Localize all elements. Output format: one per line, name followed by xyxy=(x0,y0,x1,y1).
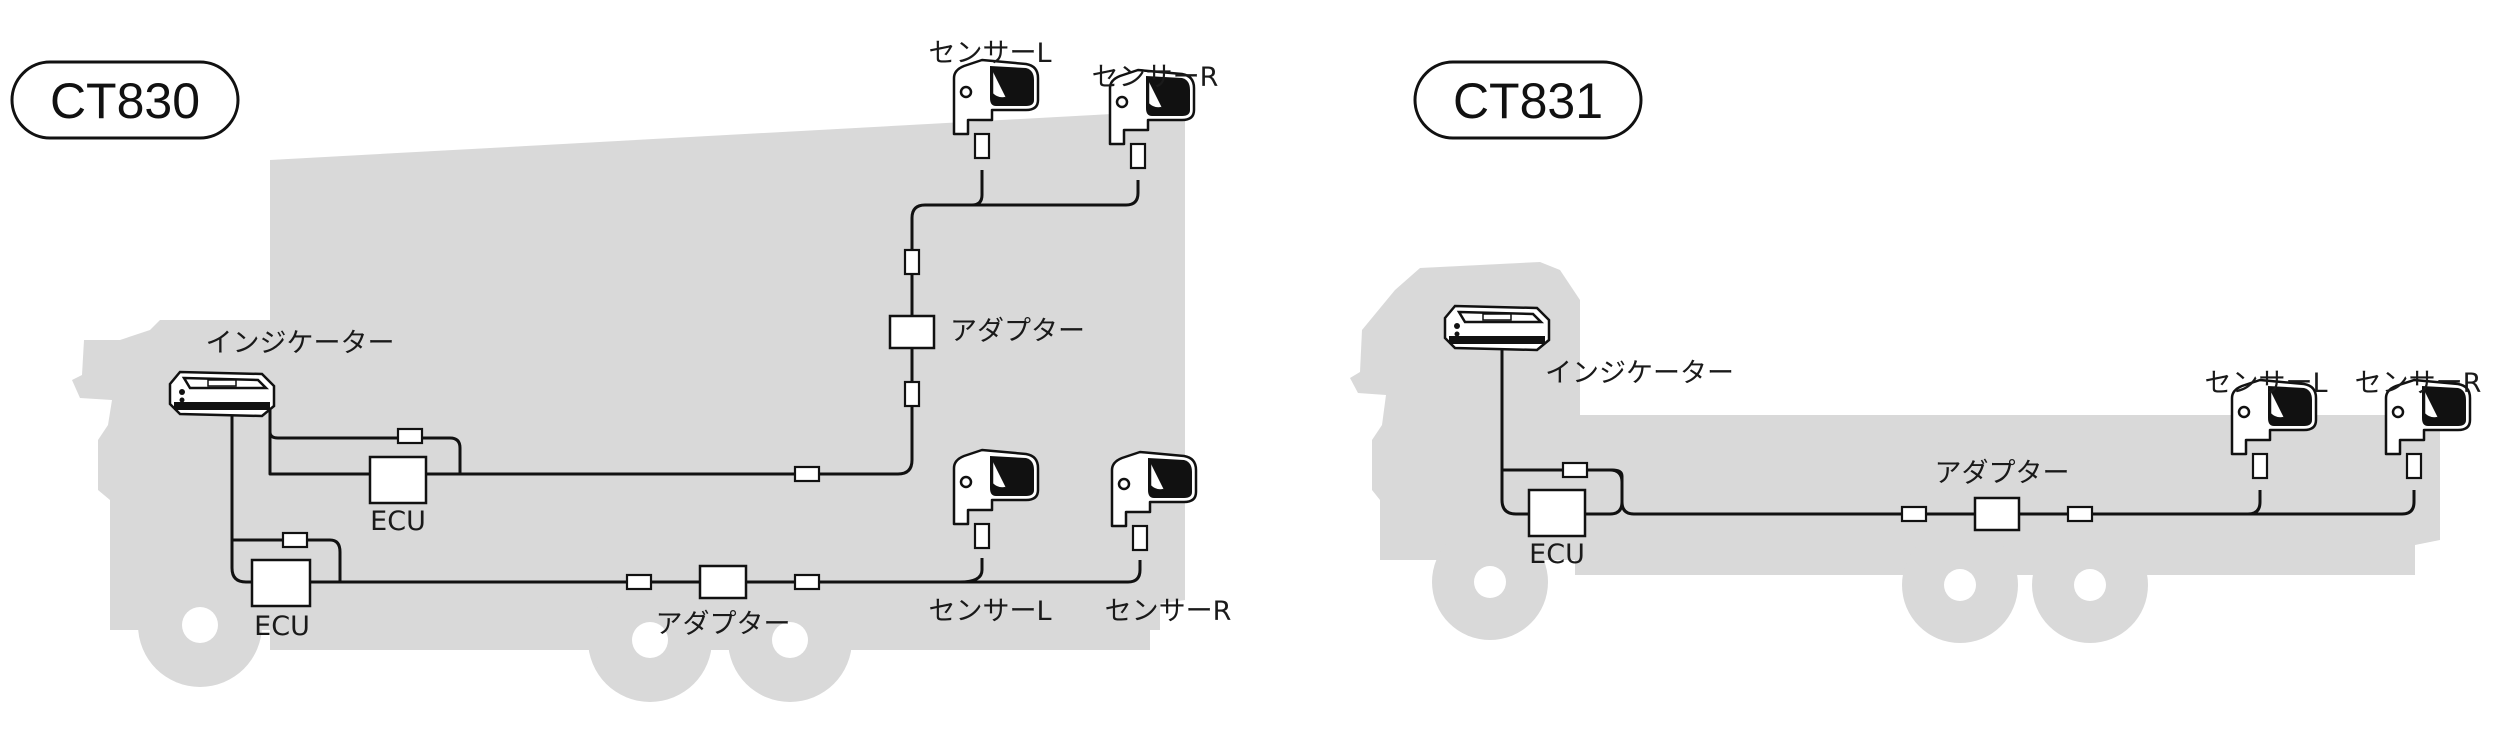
ct830-connector xyxy=(903,380,921,408)
ct831-model-label: CT831 xyxy=(1453,73,1603,129)
ct831-connector xyxy=(1561,461,1589,479)
ct831-connector xyxy=(1900,505,1928,523)
ct831-ecu xyxy=(1527,488,1587,538)
ct830-diagram: CT830 ECU ECU アダプター アダプター インジケーター センサーL xyxy=(10,38,1232,702)
ct830-ecu-lower xyxy=(250,558,312,608)
ct830-wire-lower-branch xyxy=(232,538,342,582)
ct831-model-badge xyxy=(1413,60,1643,140)
ct831-indicator-label: インジケーター xyxy=(1545,358,1734,389)
ct830-connector xyxy=(281,531,309,549)
ct831-indicator-device xyxy=(1443,304,1551,352)
ct831-diagram: CT831 ECU アダプター インジケーター センサーL センサーR xyxy=(1350,60,2482,643)
ct830-wire-upper-sensor-r xyxy=(925,180,1140,207)
ct831-connector xyxy=(2066,505,2094,523)
ct831-wire-sensor-r xyxy=(2248,490,2416,516)
ct830-sensor-r-top-label: センサーR xyxy=(1092,62,1219,93)
ct830-model-label: CT830 xyxy=(50,73,200,129)
ct830-connector xyxy=(396,427,424,445)
ct830-ecu-lower-label: ECU xyxy=(254,611,310,642)
ct830-ecu-upper-label: ECU xyxy=(370,506,426,537)
ct830-sensor-l-bottom-label: センサーL xyxy=(928,596,1051,627)
ct830-connector xyxy=(793,573,821,591)
ct831-adapter-label: アダプター xyxy=(1935,458,2070,489)
ct831-adapter xyxy=(1973,496,2021,532)
ct830-ecu-upper xyxy=(368,455,428,505)
ct830-model-badge xyxy=(10,60,240,140)
ct830-connector xyxy=(903,248,921,276)
ct830-indicator-label: インジケーター xyxy=(206,328,395,359)
ct831-wire-trunk xyxy=(1609,468,2262,516)
ct831-sensor-l-label: センサーL xyxy=(2204,368,2327,399)
ct830-adapter-lower xyxy=(698,564,748,600)
ct830-adapter-lower-label: アダプター xyxy=(656,609,791,640)
ct830-sensor-r-bottom-label: センサーR xyxy=(1105,596,1232,627)
ct830-connector xyxy=(793,465,821,483)
ct830-indicator-device xyxy=(168,370,276,418)
ct831-ecu-label: ECU xyxy=(1529,539,1585,570)
ct830-connector xyxy=(625,573,653,591)
ct830-sensor-l-top-label: センサーL xyxy=(928,38,1051,69)
ct831-truck-bed-silhouette xyxy=(1575,415,2440,575)
ct830-adapter-upper-label: アダプター xyxy=(950,316,1085,347)
ct831-sensor-r-label: センサーR xyxy=(2355,368,2482,399)
ct830-adapter-upper xyxy=(888,314,936,350)
ct830-wire-lower-sensor-l xyxy=(959,558,984,584)
